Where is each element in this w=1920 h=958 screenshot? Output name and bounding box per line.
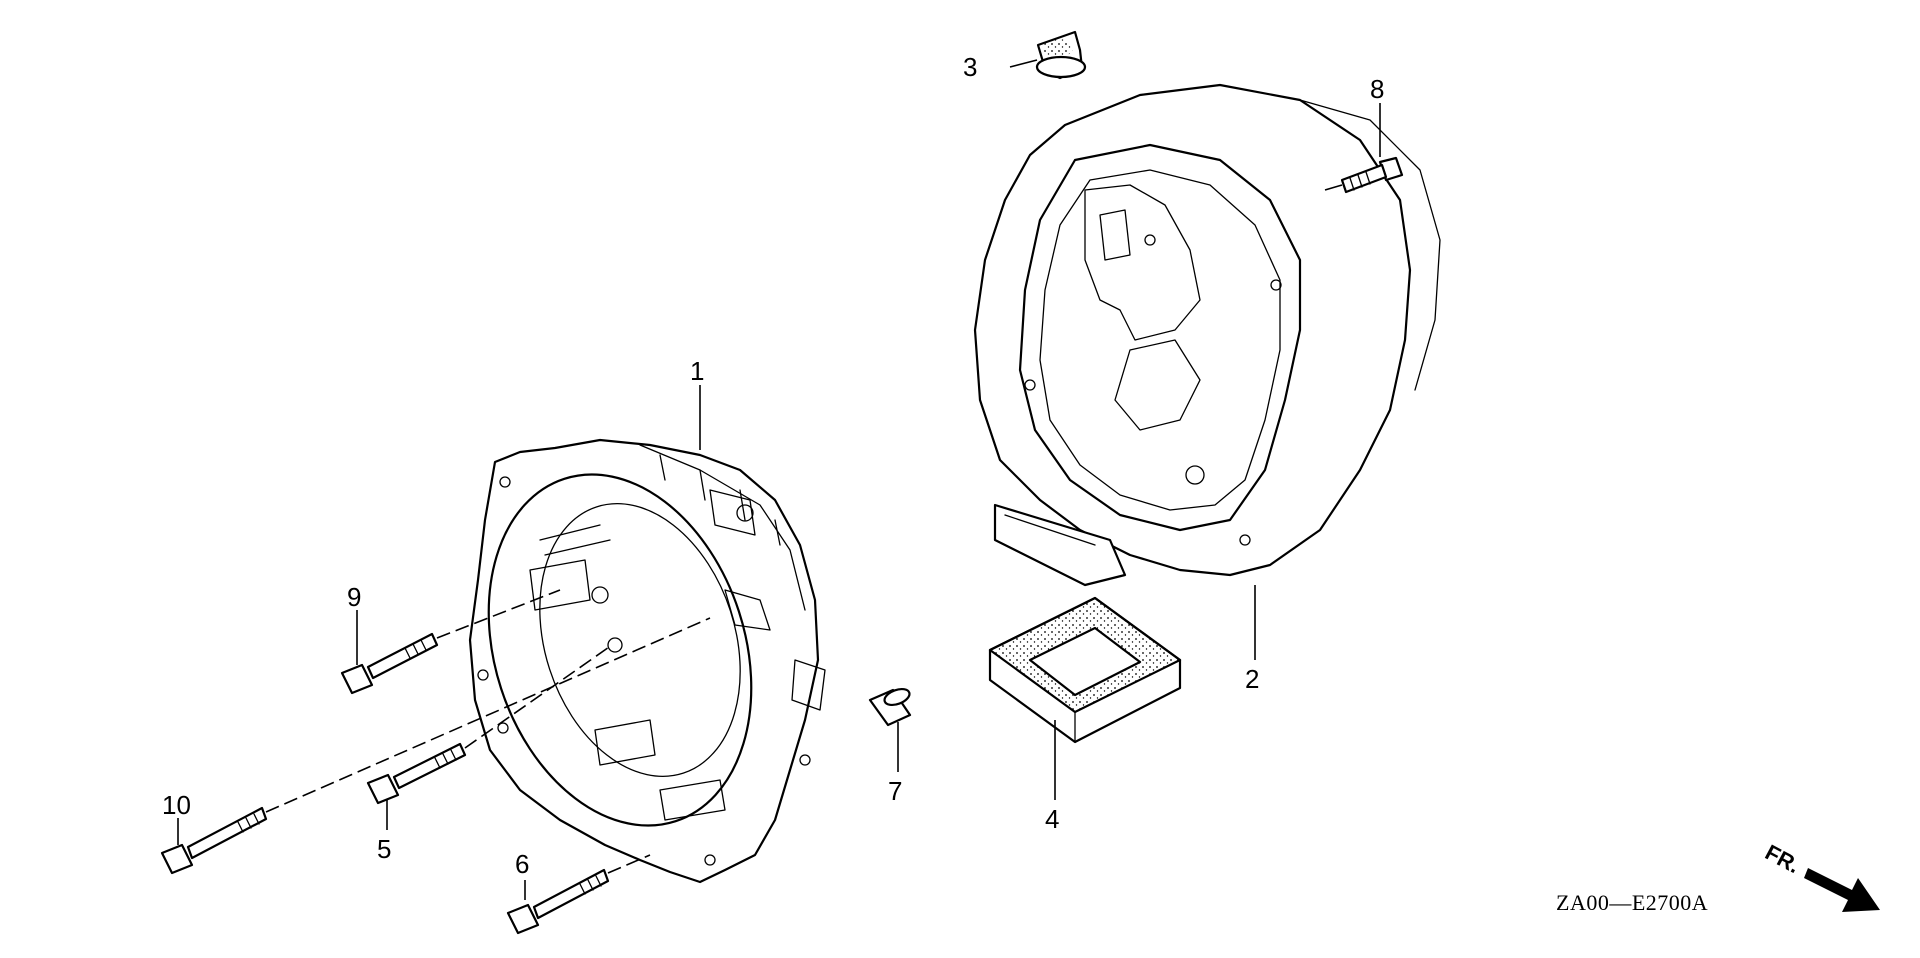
callout-7: 7 [888, 776, 902, 806]
callout-9: 9 [347, 582, 361, 612]
bolt-9 [340, 632, 439, 695]
callout-4: 4 [1045, 804, 1059, 834]
callout-8: 8 [1370, 74, 1384, 104]
callout-labels: 1 2 3 4 5 6 7 8 9 10 [162, 52, 1384, 879]
direction-label: FR. [1761, 839, 1804, 878]
bolt-5 [366, 742, 467, 805]
collar-spacer [868, 687, 912, 727]
leader-lines [177, 59, 1381, 900]
fan-cover-housing [468, 438, 826, 884]
callout-10: 10 [162, 790, 191, 820]
fan-shroud [973, 83, 1441, 587]
direction-indicator: FR. [1761, 839, 1880, 912]
callout-5: 5 [377, 834, 391, 864]
grommet-plug [1035, 30, 1087, 80]
callout-6: 6 [515, 849, 529, 879]
callout-3: 3 [963, 52, 977, 82]
bolt-6 [506, 868, 610, 935]
bolt-10 [160, 806, 268, 875]
callout-2: 2 [1245, 664, 1259, 694]
arrow-right-down-icon [1804, 868, 1880, 912]
small-bolt [1340, 156, 1404, 194]
drawing-code: ZA00—E2700A [1556, 890, 1708, 915]
gasket [988, 596, 1182, 744]
callout-1: 1 [690, 356, 704, 386]
